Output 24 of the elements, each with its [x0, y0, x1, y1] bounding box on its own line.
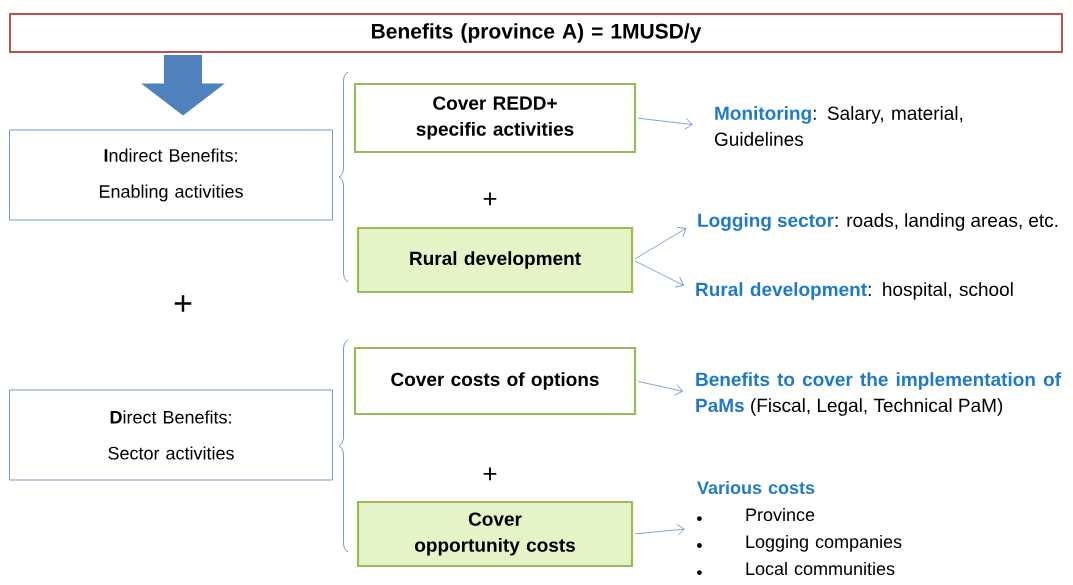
node-label: Province: [746, 507, 815, 522]
node-label: Local communities: [746, 561, 895, 576]
node-label: Various costs: [697, 480, 815, 495]
plus-sign: +: [174, 295, 192, 312]
activity-box: Cover opportunity costs: [356, 500, 634, 568]
arrow: [634, 260, 684, 288]
arrow: [637, 381, 683, 396]
description-text: Rural development: hospital, school: [696, 282, 1013, 300]
plus-sign: +: [483, 192, 497, 206]
arrow: [634, 226, 687, 260]
cost-list: Various costs Province Logging companies Local communities: [697, 480, 902, 576]
description-text: Benefits to cover the implementation of PaMs (Fiscal, Legal, Technical PaM): [696, 372, 1062, 416]
activity-box: Cover costs of options: [353, 346, 637, 416]
activity-box: Rural development: [356, 226, 634, 294]
title-box: Benefits (province A) = 1MUSD/y: [9, 13, 1063, 53]
arrow: [634, 524, 685, 536]
arrow: [637, 117, 693, 130]
category-box: Direct Benefits: Sector activities: [9, 389, 333, 481]
description-text: Monitoring: Salary, material, Guidelines: [714, 106, 963, 146]
plus-sign: +: [483, 467, 497, 481]
activity-box: Cover REDD+ specific activities: [353, 82, 637, 154]
category-box: Indirect Benefits: Enabling activities: [9, 129, 333, 221]
node-label: Logging companies: [746, 534, 902, 552]
description-text: Logging sector: roads, landing areas, etc.: [698, 213, 1058, 231]
